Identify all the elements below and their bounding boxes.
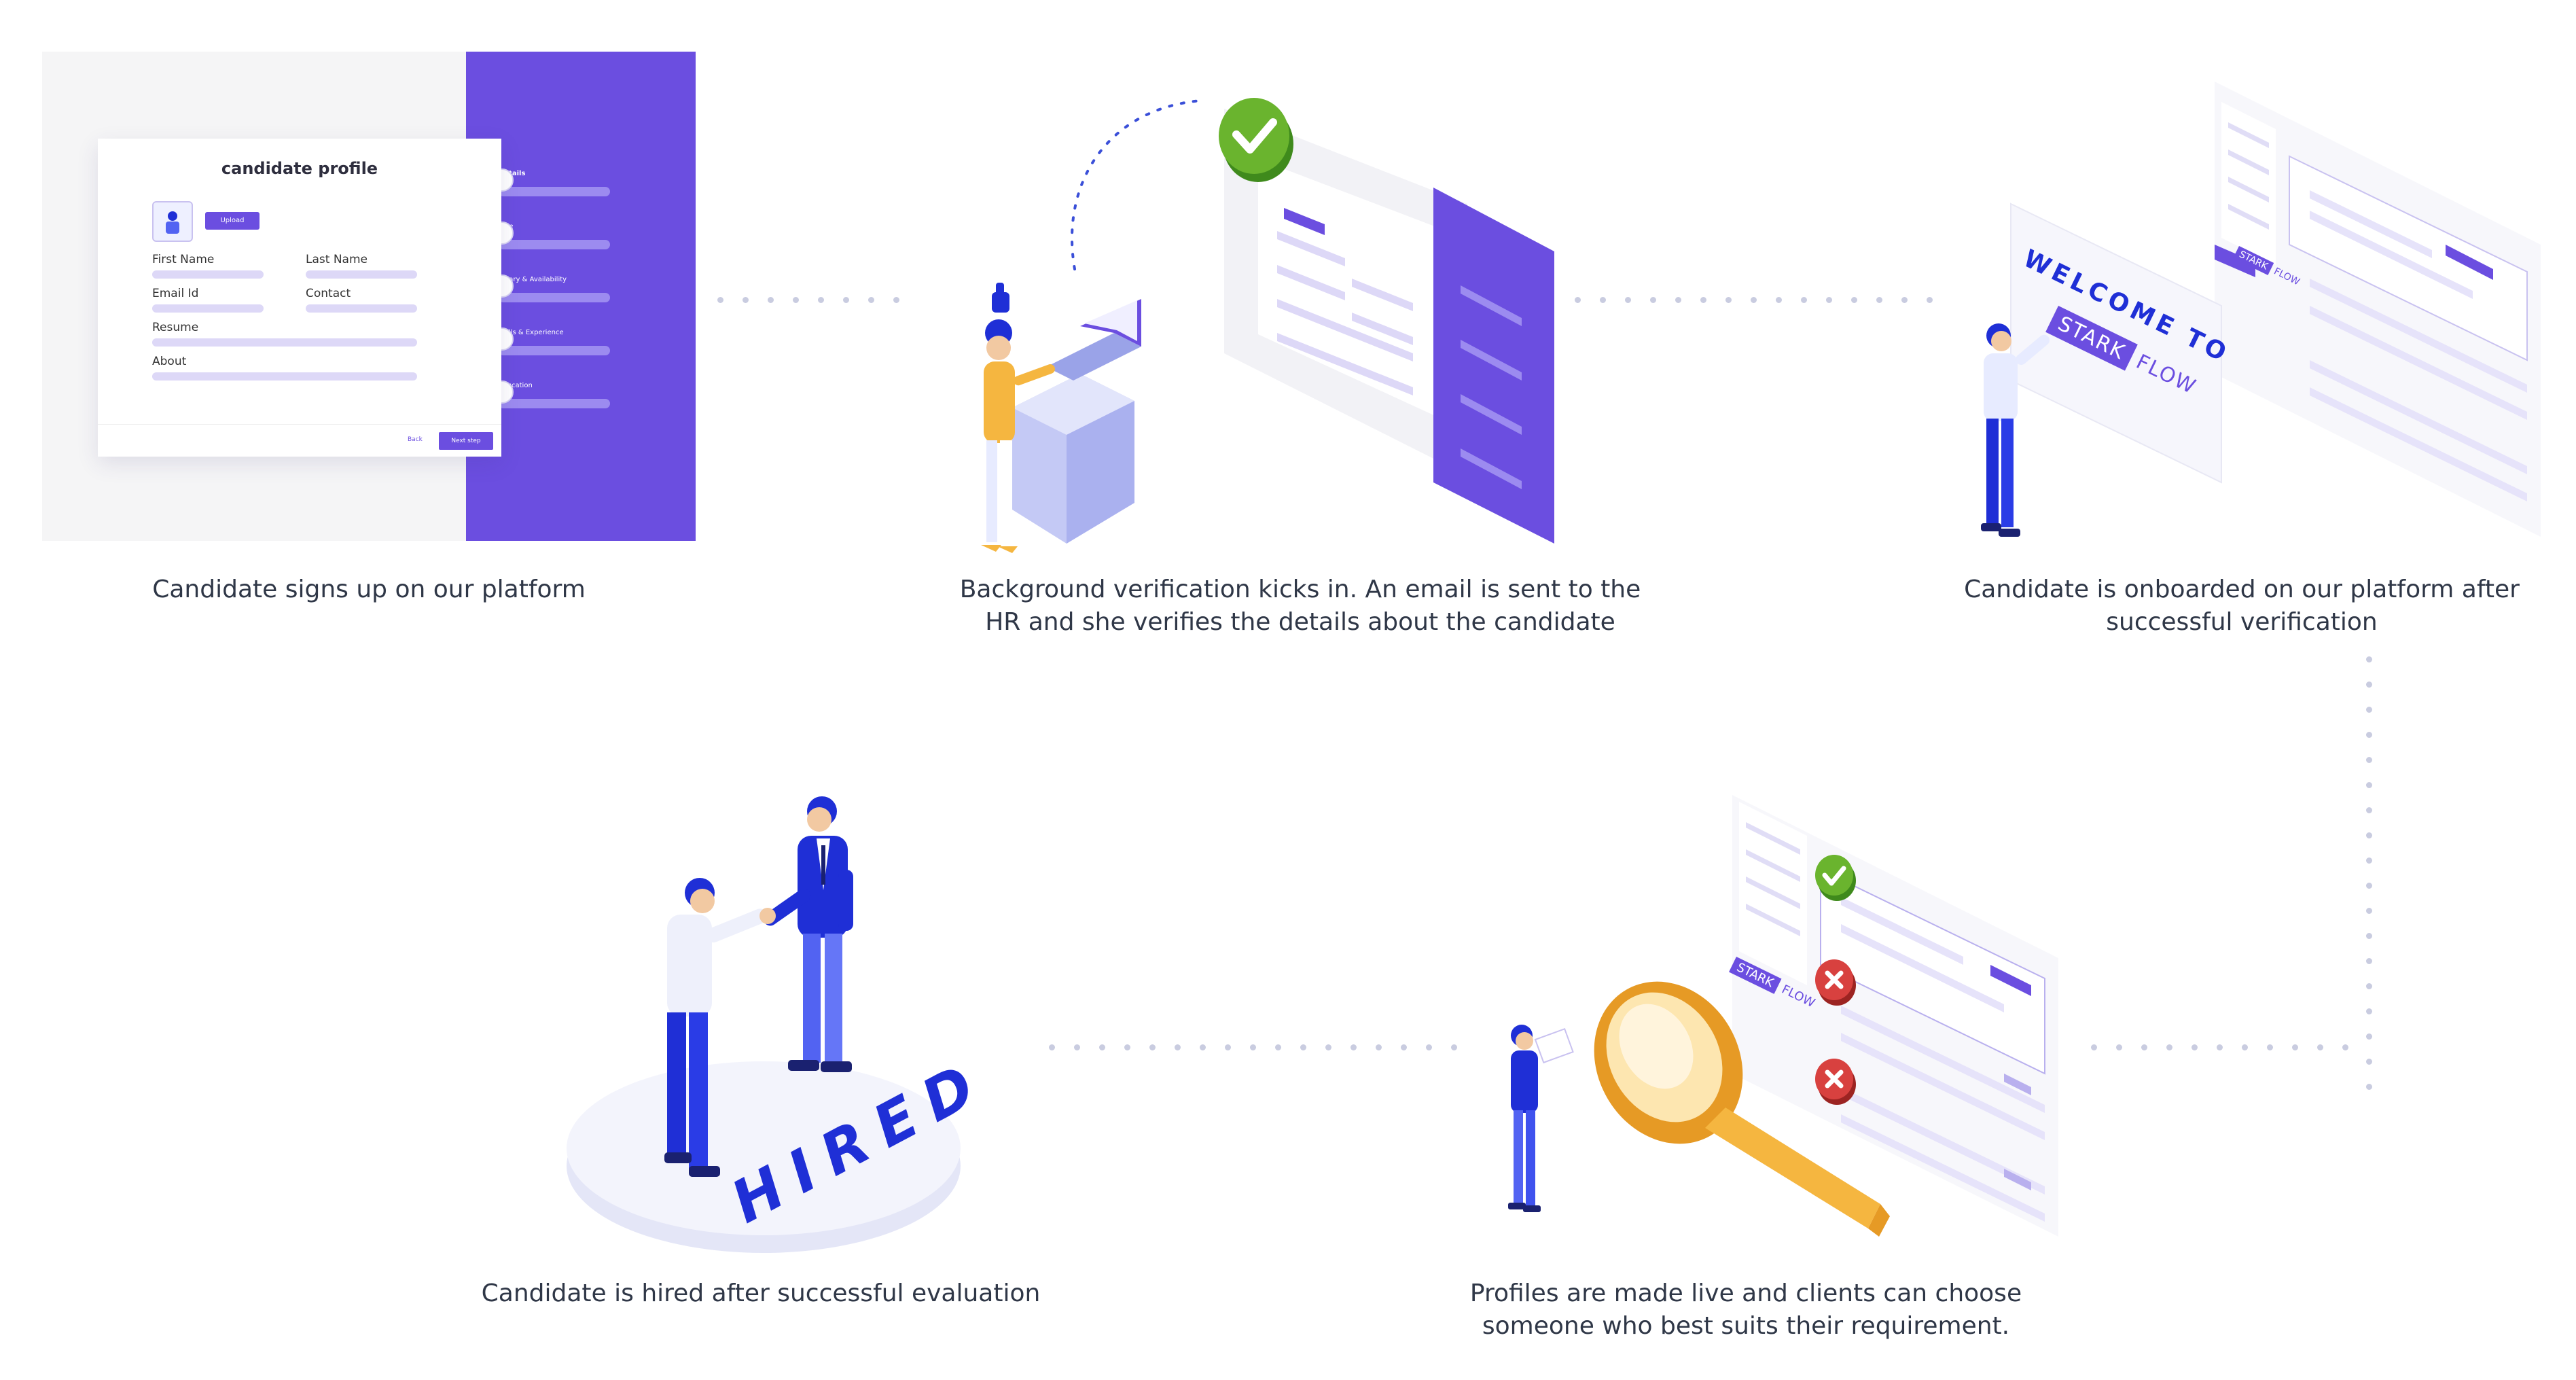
caption-line: someone who best suits their requirement… [1482, 1312, 2010, 1340]
caption-onboarded: Candidate is onboarded on our platform a… [1922, 573, 2561, 639]
email-field[interactable] [152, 304, 264, 313]
connector-dots [717, 296, 899, 303]
sidebar-step-bar [499, 187, 610, 196]
next-step-button[interactable]: Next step [439, 432, 493, 450]
sidebar-step-bar [499, 293, 610, 302]
about-label: About [152, 355, 187, 368]
caption-verification: Background verification kicks in. An ema… [859, 573, 1742, 639]
connector-dots [1575, 296, 1933, 303]
contact-field[interactable] [306, 304, 417, 313]
onboarded-illustration [2010, 82, 2541, 537]
sidebar-step-bar [499, 399, 610, 408]
sidebar-step-label: Education [499, 382, 533, 389]
email-label: Email Id [152, 287, 199, 300]
sidebar-step-label: Role [499, 223, 610, 230]
first-name-label: First Name [152, 253, 215, 266]
sidebar-step-education: Education [499, 382, 610, 408]
last-name-field[interactable] [306, 270, 417, 279]
signup-sidebar-panel: Details Role Salary & Availability Skill… [466, 52, 696, 541]
sidebar-step-label: Skills & Experience [499, 329, 564, 336]
form-title: candidate profile [221, 159, 378, 178]
sidebar-step-label: Details [499, 170, 610, 177]
verification-illustration [981, 98, 1554, 553]
caption-line: successful verification [2106, 608, 2378, 636]
resume-field[interactable] [152, 338, 417, 347]
back-link[interactable]: Back [408, 436, 423, 443]
resume-label: Resume [152, 321, 199, 334]
candidate-profile-form: candidate profile Upload First Name Last… [98, 139, 501, 457]
sidebar-step-salary: Salary & Availability [499, 276, 610, 302]
man-pointing-figure [1981, 323, 2050, 537]
contact-label: Contact [306, 287, 351, 300]
sidebar-step-bar [499, 240, 610, 249]
caption-line: Background verification kicks in. An ema… [959, 576, 1641, 603]
connector-dots [1049, 1044, 1457, 1050]
caption-line: Candidate is onboarded on our platform a… [1964, 576, 2520, 603]
sidebar-step-details: Details [499, 170, 610, 196]
caption-line: Profiles are made live and clients can c… [1469, 1279, 2022, 1307]
person-icon [166, 211, 179, 234]
about-field[interactable] [152, 372, 417, 381]
hired-illustration [567, 796, 961, 1253]
upload-button[interactable]: Upload [205, 212, 260, 230]
sidebar-step-bar [499, 346, 610, 355]
profiles-live-illustration [1508, 795, 2058, 1237]
connector-dots [2365, 656, 2372, 1090]
first-name-field[interactable] [152, 270, 264, 279]
last-name-label: Last Name [306, 253, 368, 266]
sidebar-step-label: Salary & Availability [499, 276, 567, 283]
sidebar-step-skills: Skills & Experience [499, 329, 610, 355]
sidebar-step-role: Role [499, 223, 610, 249]
caption-profiles-live: Profiles are made live and clients can c… [1427, 1277, 2065, 1343]
caption-hired: Candidate is hired after successful eval… [481, 1279, 1041, 1307]
caption-signup: Candidate signs up on our platform [152, 576, 586, 603]
form-footer [98, 424, 501, 457]
connector-dots [2091, 1044, 2348, 1050]
avatar [152, 201, 193, 242]
caption-line: HR and she verifies the details about th… [985, 608, 1615, 636]
